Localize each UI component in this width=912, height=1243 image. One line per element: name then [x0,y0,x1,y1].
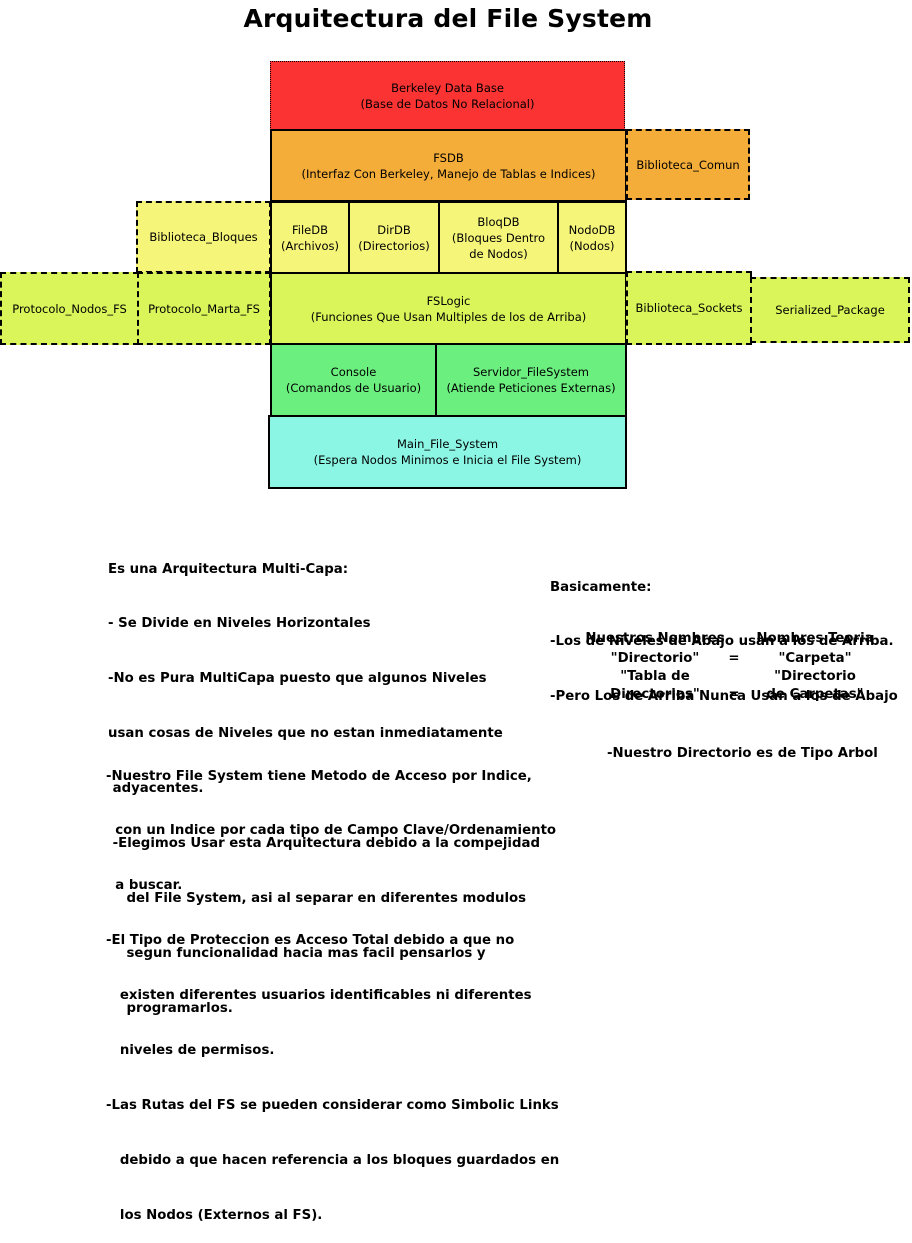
names-row1-eq: = [728,651,740,666]
servidor-name: Servidor_FileSystem [472,365,590,379]
protocolo-nodos-name: Protocolo_Nodos_FS [12,301,127,316]
names-row2-eq: = [728,687,740,702]
fsdb-name: FSDB [433,150,464,165]
names-row2-right-b: de Carpetas" [766,687,864,702]
servidor-box: Servidor_FileSystem (Atiende Peticiones … [435,343,627,417]
fsdb-box: FSDB (Interfaz Con Berkeley, Manejo de T… [270,129,627,202]
bloqdb-box: BloqDB (Bloques Dentro de Nodos) [438,201,559,274]
filedb-name: FileDB [292,222,328,237]
note-line: niveles de permisos. [106,1043,275,1059]
names-row2-left-a: "Tabla de [620,669,690,684]
note-line: -Pero Los de Arriba Nunca Usan a los de … [550,689,898,705]
note-line: -Los de Niveles de Abajo usan a los de A… [550,634,894,650]
dirdb-box: DirDB (Directorios) [348,201,440,274]
bloqdb-name: BloqDB [477,214,520,229]
berkeley-name: Berkeley Data Base [391,80,504,95]
biblioteca-bloques-name: Biblioteca_Bloques [149,230,258,244]
note-line: -No es Pura MultiCapa puesto que algunos… [108,671,487,687]
note-line: adyacentes. [108,781,204,797]
note-line: los Nodos (Externos al FS). [106,1207,323,1223]
servidor-desc: (Atiende Peticiones Externas) [446,381,616,395]
protocolo-marta-box: Protocolo_Marta_FS [137,272,271,345]
note-line: a buscar. [106,878,183,894]
notes-right: Basicamente: -Los de Niveles de Abajo us… [550,542,898,725]
names-row1-right: "Carpeta" [778,651,852,666]
note-line: con un Indice por cada tipo de Campo Cla… [106,823,557,839]
main-desc: (Espera Nodos Minimos e Inicia el File S… [313,453,582,467]
note-line: -Las Rutas del FS se pueden considerar c… [106,1097,559,1113]
biblioteca-bloques-box: Biblioteca_Bloques [136,201,271,273]
note-line: Basicamente: [550,579,652,595]
fslogic-name: FSLogic [426,293,471,308]
dirdb-name: DirDB [377,222,411,237]
dirdb-desc: (Directorios) [358,238,430,253]
main-name: Main_File_System [396,437,499,451]
main-box: Main_File_System (Espera Nodos Minimos e… [268,415,627,489]
notes-left-2: -Nuestro File System tiene Metodo de Acc… [106,731,559,1243]
nododb-name: NodoDB [568,222,616,237]
names-row1-left: "Directorio" [610,651,700,666]
berkeley-box: Berkeley Data Base (Base de Datos No Rel… [270,61,625,130]
note-line: existen diferentes usuarios identificabl… [106,988,532,1004]
note-line: usan cosas de Niveles que no estan inmed… [108,726,503,742]
biblioteca-comun-name: Biblioteca_Comun [636,157,740,172]
note-line: Es una Arquitectura Multi-Capa: [108,561,349,577]
fslogic-box: FSLogic (Funciones Que Usan Multiples de… [270,272,627,345]
tree-note: -Nuestro Directorio es de Tipo Arbol [607,746,878,761]
serialized-package-box: Serialized_Package [750,277,910,343]
protocolo-nodos-box: Protocolo_Nodos_FS [0,272,139,345]
console-desc: (Comandos de Usuario) [285,381,422,395]
bloqdb-desc-2: de Nodos) [469,246,528,261]
bloqdb-desc-1: (Bloques Dentro [451,230,546,245]
page-title: Arquitectura del File System [243,4,653,33]
filedb-desc: (Archivos) [281,238,339,253]
filedb-box: FileDB (Archivos) [270,201,350,274]
berkeley-desc: (Base de Datos No Relacional) [360,96,535,111]
note-line: - Se Divide en Niveles Horizontales [108,616,371,632]
biblioteca-comun-box: Biblioteca_Comun [626,129,750,200]
biblioteca-sockets-box: Biblioteca_Sockets [626,271,752,345]
names-row2-left-b: Directorios" [610,687,700,702]
biblioteca-sockets-name: Biblioteca_Sockets [635,301,743,315]
nododb-desc: (Nodos) [569,238,615,253]
console-box: Console (Comandos de Usuario) [270,343,437,417]
fslogic-desc: (Funciones Que Usan Multiples de los de … [310,309,587,324]
nododb-box: NodoDB (Nodos) [557,201,627,274]
note-line: -Nuestro File System tiene Metodo de Acc… [106,768,532,784]
note-line: debido a que hacen referencia a los bloq… [106,1152,560,1168]
console-name: Console [330,365,377,379]
serialized-package-name: Serialized_Package [775,303,885,317]
names-right-header: Nombres Teoria [756,631,874,646]
protocolo-marta-name: Protocolo_Marta_FS [148,301,260,316]
names-left-header: Nuestros Nombres [585,631,725,646]
note-line: -El Tipo de Proteccion es Acceso Total d… [106,933,515,949]
fsdb-desc: (Interfaz Con Berkeley, Manejo de Tablas… [301,166,596,181]
note-line: -Elegimos Usar esta Arquitectura debido … [108,836,540,852]
names-row2-right-a: "Directorio [774,669,856,684]
